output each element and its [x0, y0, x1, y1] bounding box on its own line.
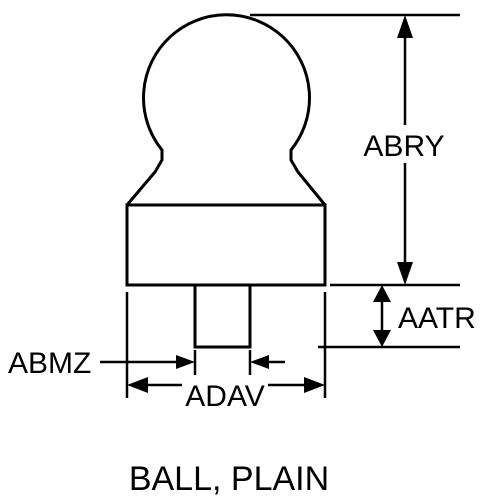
adav-arrow-left [127, 377, 148, 393]
base-block [125, 203, 327, 287]
abmz-label: ABMZ [8, 347, 91, 380]
aatr-label: AATR [398, 302, 476, 335]
ball-head-outline [125, 13, 327, 206]
aatr-arrow-top [373, 285, 391, 302]
abmz-arrow-left [176, 355, 195, 369]
abmz-arrow-right [250, 355, 269, 369]
diagram-title: BALL, PLAIN [129, 460, 329, 498]
abry-arrow-top [397, 15, 413, 38]
adav-label: ADAV [185, 380, 264, 413]
abry-label: ABRY [363, 130, 444, 163]
aatr-arrow-bottom [373, 330, 391, 347]
adav-arrow-right [304, 377, 325, 393]
abry-label-bg [358, 125, 448, 163]
abry-arrow-bottom [397, 262, 413, 285]
stud-outline [193, 285, 252, 349]
